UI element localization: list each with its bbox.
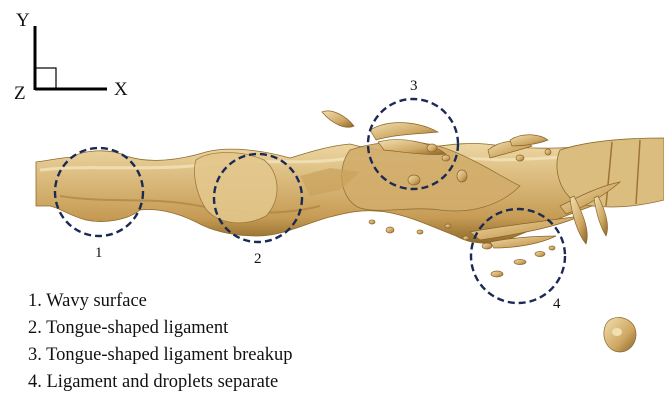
annotation-label-1: 1 <box>95 246 103 261</box>
legend-item-tongue-shaped-ligament: 2. Tongue-shaped ligament <box>28 315 292 342</box>
z-axis-label: Z <box>14 84 26 103</box>
legend-item-ligament-droplets-separate: 4. Ligament and droplets separate <box>28 369 292 396</box>
y-axis-label: Y <box>16 11 30 30</box>
legend-item-wavy-surface: 1. Wavy surface <box>28 288 292 315</box>
liquid-jet <box>36 138 664 243</box>
annotation-label-2: 2 <box>254 252 262 267</box>
legend-list: 1. Wavy surface 2. Tongue-shaped ligamen… <box>28 288 292 396</box>
annotation-label-4: 4 <box>553 297 561 312</box>
coordinate-axes <box>35 26 107 90</box>
legend-item-ligament-breakup: 3. Tongue-shaped ligament breakup <box>28 342 292 369</box>
annotation-label-3: 3 <box>410 79 418 94</box>
x-axis-label: X <box>114 80 128 99</box>
